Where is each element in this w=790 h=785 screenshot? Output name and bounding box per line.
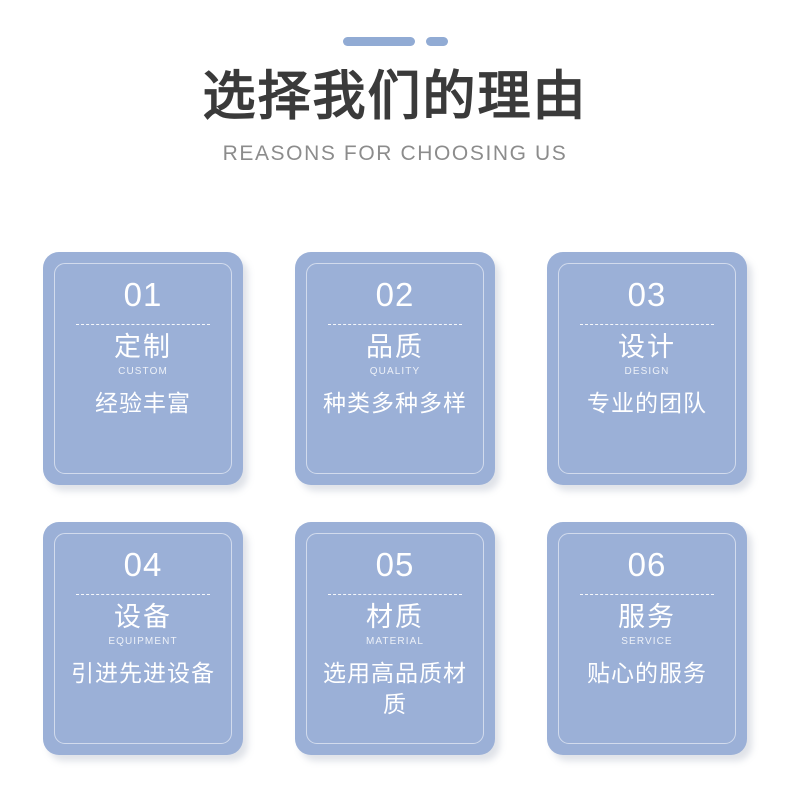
reasons-card-grid: 01 定制 CUSTOM 经验丰富 02 品质 QUALITY 种类多种多样 0… <box>43 252 747 755</box>
card-number: 03 <box>627 276 667 313</box>
dashed-divider-icon <box>76 594 210 595</box>
page-subtitle: REASONS FOR CHOOSING US <box>222 142 568 166</box>
header-decoration <box>0 34 790 48</box>
card-description: 贴心的服务 <box>587 659 707 686</box>
card-number: 06 <box>627 546 667 583</box>
card-inner-frame: 06 服务 SERVICE 贴心的服务 <box>558 533 736 744</box>
card-number: 02 <box>375 276 415 313</box>
card-number: 01 <box>123 276 163 313</box>
card-en-label: MATERIAL <box>365 635 425 647</box>
card-description: 选用高品质材质 <box>323 659 467 717</box>
card-inner-frame: 02 品质 QUALITY 种类多种多样 <box>306 263 484 474</box>
card-number: 05 <box>375 546 415 583</box>
card-en-label: CUSTOM <box>118 365 168 377</box>
card-cn-label: 材质 <box>366 602 424 632</box>
card-inner-frame: 04 设备 EQUIPMENT 引进先进设备 <box>54 533 232 744</box>
dashed-divider-icon <box>580 324 714 325</box>
reason-card-06: 06 服务 SERVICE 贴心的服务 <box>547 522 747 755</box>
page-header: 选择我们的理由 REASONS FOR CHOOSING US <box>0 0 790 166</box>
decorative-dash-long <box>342 36 415 46</box>
dashed-divider-icon <box>328 324 462 325</box>
reason-card-01: 01 定制 CUSTOM 经验丰富 <box>43 252 243 485</box>
card-description: 种类多种多样 <box>323 389 467 416</box>
dashed-divider-icon <box>76 324 210 325</box>
reason-card-04: 04 设备 EQUIPMENT 引进先进设备 <box>43 522 243 755</box>
card-inner-frame: 05 材质 MATERIAL 选用高品质材质 <box>306 533 484 744</box>
card-en-label: EQUIPMENT <box>108 635 178 647</box>
card-description: 经验丰富 <box>95 389 191 416</box>
card-description: 引进先进设备 <box>71 659 215 686</box>
reason-card-03: 03 设计 DESIGN 专业的团队 <box>547 252 747 485</box>
card-cn-label: 品质 <box>366 332 424 362</box>
reason-card-02: 02 品质 QUALITY 种类多种多样 <box>295 252 495 485</box>
dashed-divider-icon <box>580 594 714 595</box>
card-en-label: SERVICE <box>621 635 673 647</box>
card-inner-frame: 03 设计 DESIGN 专业的团队 <box>558 263 736 474</box>
dashed-divider-icon <box>328 594 462 595</box>
card-cn-label: 定制 <box>114 332 172 362</box>
card-cn-label: 设计 <box>618 332 676 362</box>
decorative-dash-short <box>425 36 448 46</box>
card-description: 专业的团队 <box>587 389 707 416</box>
page-title: 选择我们的理由 <box>202 67 588 126</box>
card-cn-label: 设备 <box>114 602 172 632</box>
card-number: 04 <box>123 546 163 583</box>
card-en-label: DESIGN <box>624 365 670 377</box>
card-inner-frame: 01 定制 CUSTOM 经验丰富 <box>54 263 232 474</box>
reason-card-05: 05 材质 MATERIAL 选用高品质材质 <box>295 522 495 755</box>
card-cn-label: 服务 <box>618 602 676 632</box>
card-en-label: QUALITY <box>369 365 421 377</box>
